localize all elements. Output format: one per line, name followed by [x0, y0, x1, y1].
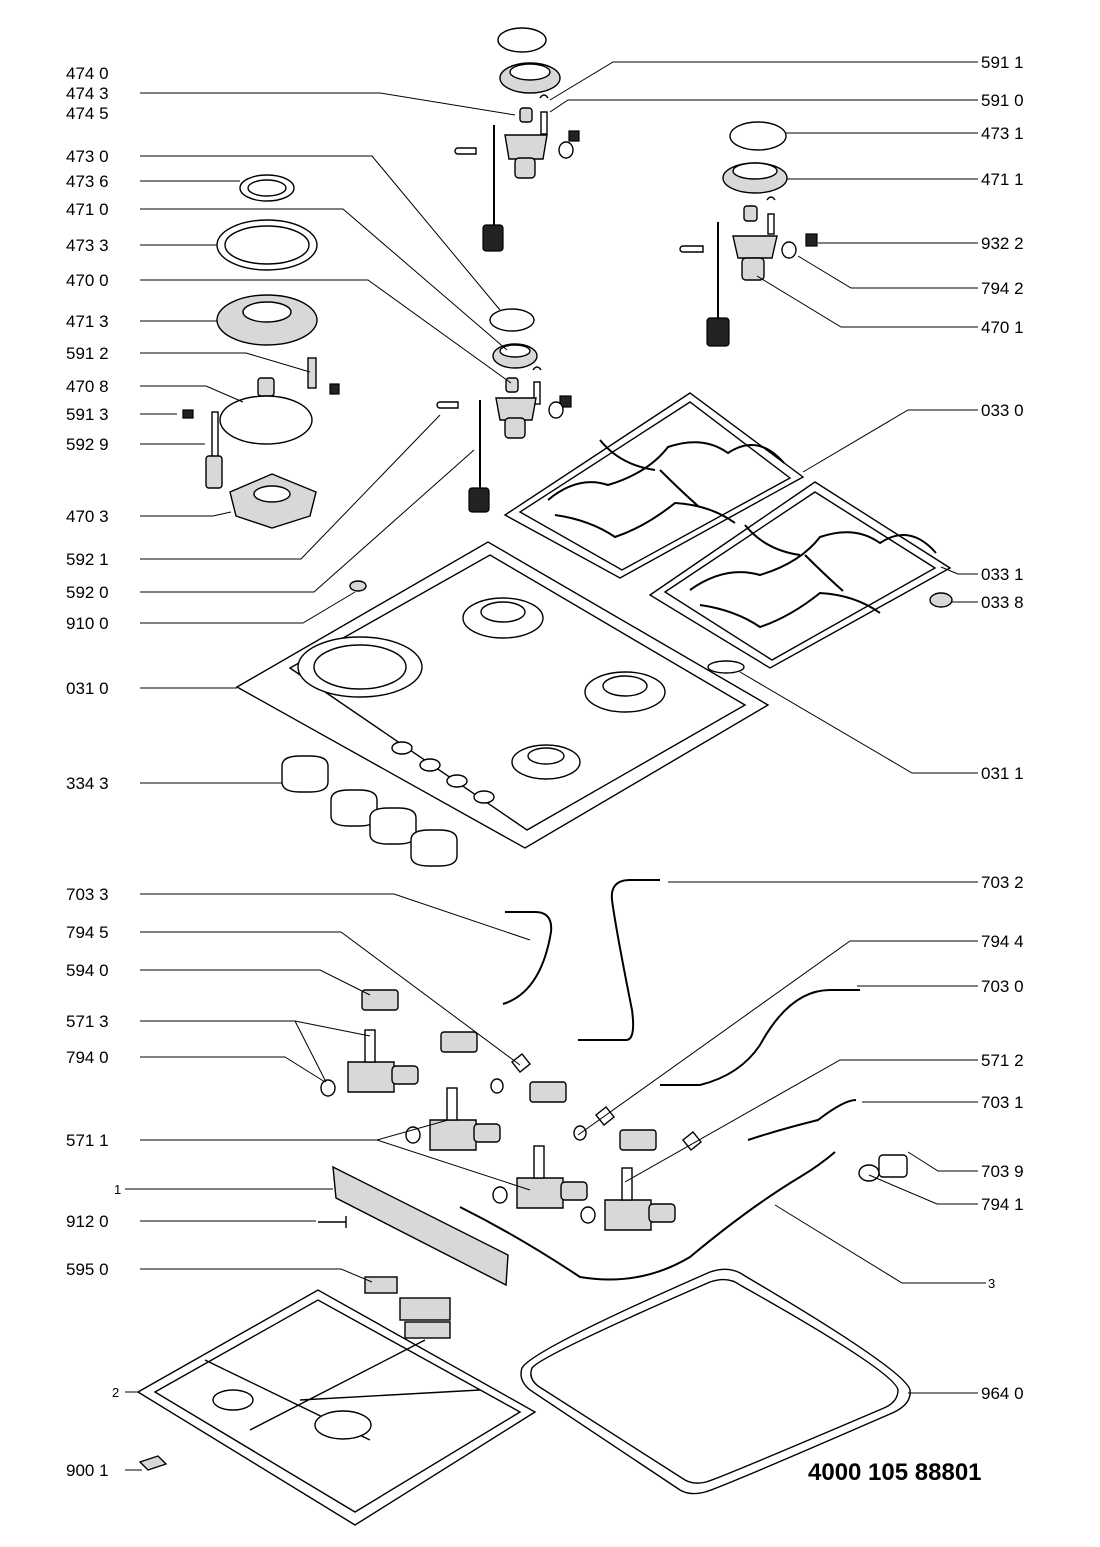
label-571-3: 571 3	[66, 1012, 109, 1031]
label-794-0: 794 0	[66, 1048, 109, 1067]
label-591-0: 591 0	[981, 91, 1024, 110]
label-470-3: 470 3	[66, 507, 109, 526]
label-474-3: 474 3	[66, 84, 109, 103]
label-794-1: 794 1	[981, 1195, 1024, 1214]
document-code: 4000 105 88801	[808, 1459, 982, 1486]
control-knobs	[281, 755, 458, 867]
label-592-1: 592 1	[66, 550, 109, 569]
label-470-8: 470 8	[66, 377, 109, 396]
label-912-0: 912 0	[66, 1212, 109, 1231]
label-900-1: 900 1	[66, 1461, 109, 1480]
label-471-0: 471 0	[66, 200, 109, 219]
label-571-1: 571 1	[66, 1131, 109, 1150]
burner-left-large	[182, 174, 340, 529]
label-594-0: 594 0	[66, 961, 109, 980]
label-470-0: 470 0	[66, 271, 109, 290]
label-474-5: 474 5	[66, 104, 109, 123]
label-964-0: 964 0	[981, 1384, 1024, 1403]
label-470-1: 470 1	[981, 318, 1024, 337]
label-473-1: 473 1	[981, 124, 1024, 143]
pan-support-grids	[503, 392, 953, 669]
hob-top-plate	[235, 541, 770, 849]
label-471-3: 471 3	[66, 312, 109, 331]
part-labels-right: 591 1 591 0 473 1 471 1 932 2 794 2 470 …	[981, 53, 1024, 1403]
label-3: 3	[988, 1276, 995, 1291]
label-703-2: 703 2	[981, 873, 1024, 892]
part-labels-left: 474 0 474 3 474 5 473 0 473 6 471 0 473 …	[66, 64, 121, 1480]
label-473-0: 473 0	[66, 147, 109, 166]
label-591-2: 591 2	[66, 344, 109, 363]
label-595-0: 595 0	[66, 1260, 109, 1279]
label-033-1: 033 1	[981, 565, 1024, 584]
leader-lines	[125, 61, 986, 1471]
bottom-tray	[136, 1289, 537, 1526]
burner-top-center	[454, 27, 580, 252]
label-932-2: 932 2	[981, 234, 1024, 253]
ignition-rail	[318, 1165, 509, 1339]
label-031-1: 031 1	[981, 764, 1024, 783]
label-033-8: 033 8	[981, 593, 1024, 612]
label-471-1: 471 1	[981, 170, 1024, 189]
gas-valves	[320, 989, 702, 1231]
label-591-1: 591 1	[981, 53, 1024, 72]
label-033-0: 033 0	[981, 401, 1024, 420]
label-473-3: 473 3	[66, 236, 109, 255]
label-592-0: 592 0	[66, 583, 109, 602]
label-703-1: 703 1	[981, 1093, 1024, 1112]
label-703-9: 703 9	[981, 1162, 1024, 1181]
label-592-9: 592 9	[66, 435, 109, 454]
gas-pipes	[459, 879, 908, 1281]
label-031-0: 031 0	[66, 679, 109, 698]
label-703-3: 703 3	[66, 885, 109, 904]
label-794-4: 794 4	[981, 932, 1024, 951]
label-334-3: 334 3	[66, 774, 109, 793]
burner-middle-small	[349, 308, 572, 592]
label-794-5: 794 5	[66, 923, 109, 942]
seal-gasket	[520, 1268, 911, 1495]
burner-top-right	[679, 121, 818, 347]
label-910-0: 910 0	[66, 614, 109, 633]
label-473-6: 473 6	[66, 172, 109, 191]
label-703-0: 703 0	[981, 977, 1024, 996]
label-571-2: 571 2	[981, 1051, 1024, 1070]
label-2: 2	[112, 1385, 119, 1400]
label-1: 1	[114, 1182, 121, 1197]
label-474-0: 474 0	[66, 64, 109, 83]
label-591-3: 591 3	[66, 405, 109, 424]
label-794-2: 794 2	[981, 279, 1024, 298]
